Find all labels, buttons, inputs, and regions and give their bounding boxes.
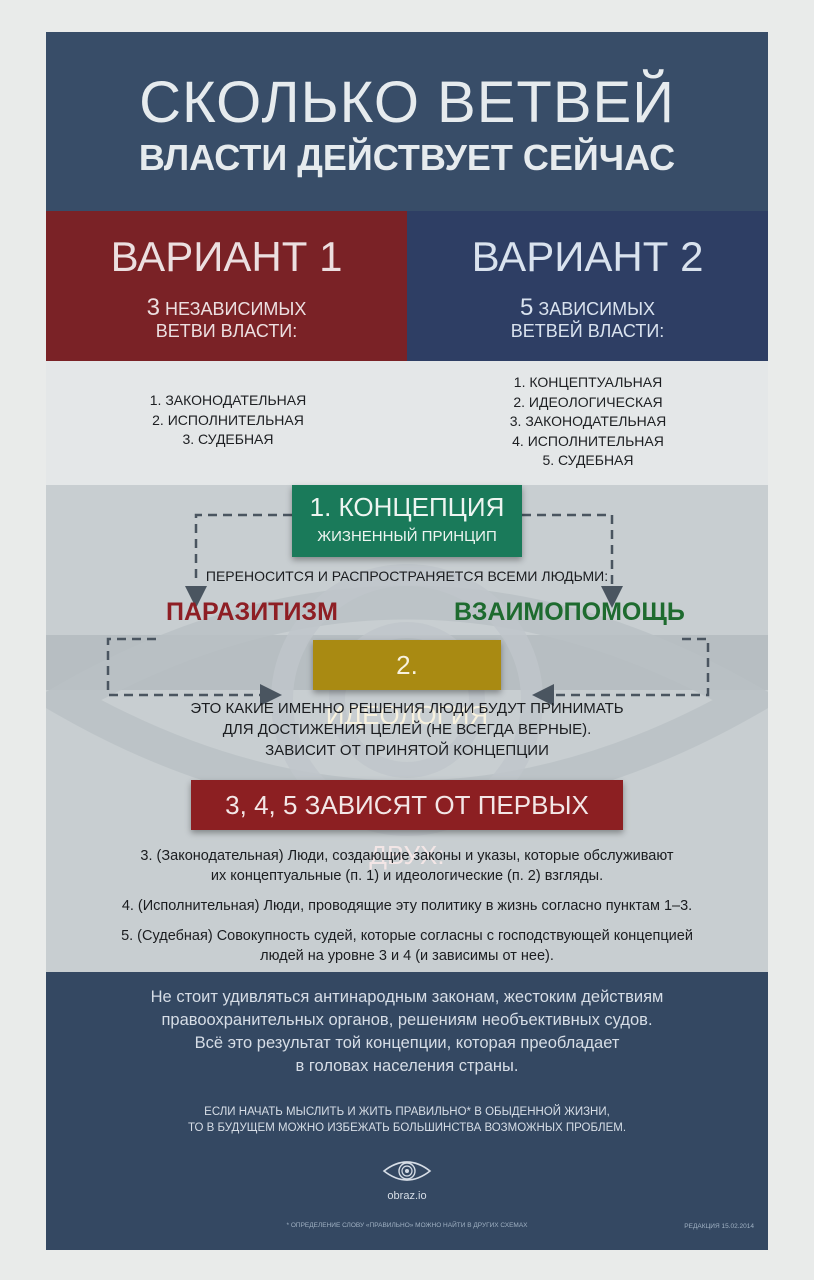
variant2-sub-line2: ВЕТВЕЙ ВЛАСТИ: (510, 321, 665, 341)
concept-subtitle: ЖИЗНЕННЫЙ ПРИНЦИП (317, 528, 497, 545)
spread-text: ПЕРЕНОСИТСЯ И РАСПРОСТРАНЯЕТСЯ ВСЕМИ ЛЮД… (205, 568, 609, 584)
variant1-panel: ВАРИАНТ 1 3 НЕЗАВИСИМЫХ ВЕТВИ ВЛАСТИ: (46, 211, 407, 361)
dependents-box: 3, 4, 5 ЗАВИСЯТ ОТ ПЕРВЫХ ДВУХ: (191, 780, 623, 870)
flow-arrows (106, 513, 710, 706)
concept-box: 1. КОНЦЕПЦИЯ ЖИЗНЕННЫЙ ПРИНЦИП (292, 485, 522, 557)
variant1-subtitle: 3 НЕЗАВИСИМЫХ ВЕТВИ ВЛАСТИ: (46, 294, 407, 342)
footer-panel: Не стоит удивляться антинародным законам… (46, 972, 768, 1250)
diagram-background (46, 485, 768, 972)
branch-3-text: 3. (Законодательная) Люди, создающие зак… (46, 846, 768, 886)
header-panel: СКОЛЬКО ВЕТВЕЙ ВЛАСТИ ДЕЙСТВУЕТ СЕЙЧАС (46, 32, 768, 211)
ideology-line: ЭТО КАКИЕ ИМЕННО РЕШЕНИЯ ЛЮДИ БУДУТ ПРИН… (190, 700, 624, 717)
tip-line: ЕСЛИ НАЧАТЬ МЫСЛИТЬ И ЖИТЬ ПРАВИЛЬНО* В … (204, 1106, 610, 1118)
variant1-branch-list: 1. ЗАКОНОДАТЕЛЬНАЯ 2. ИСПОЛНИТЕЛЬНАЯ 3. … (98, 391, 358, 450)
title-line-2: ВЛАСТИ ДЕЙСТВУЕТ СЕЙЧАС (138, 137, 676, 178)
infographic-poster: СКОЛЬКО ВЕТВЕЙ ВЛАСТИ ДЕЙСТВУЕТ СЕЙЧАС В… (46, 32, 768, 1250)
variant1-sub-line2: ВЕТВИ ВЛАСТИ: (155, 321, 298, 341)
list-item: 1. ЗАКОНОДАТЕЛЬНАЯ (149, 392, 307, 408)
list-item: 4. ИСПОЛНИТЕЛЬНАЯ (512, 432, 664, 449)
dependents-description: 3. (Законодательная) Люди, создающие зак… (46, 846, 768, 976)
variant2-title: ВАРИАНТ 2 (471, 233, 704, 280)
site-label: obraz.io (387, 1190, 427, 1202)
concept-title: 1. КОНЦЕПЦИЯ (309, 492, 505, 522)
list-item: 2. ИДЕОЛОГИЧЕСКАЯ (513, 393, 663, 410)
branch-3-line2: их концептуальные (п. 1) и идеологически… (210, 868, 604, 884)
branch-5-text: 5. (Судебная) Совокупность судей, которы… (46, 926, 768, 966)
branch-4-text: 4. (Исполнительная) Люди, проводящие эту… (121, 898, 693, 914)
variant2-sub-line1: ЗАВИСИМЫХ (538, 299, 656, 319)
footnote: * ОПРЕДЕЛЕНИЕ СЛОВУ «ПРАВИЛЬНО» МОЖНО НА… (286, 1222, 528, 1229)
variant2-panel: ВАРИАНТ 2 5 ЗАВИСИМЫХ ВЕТВЕЙ ВЛАСТИ: (407, 211, 768, 361)
warning-line: в головах населения страны. (295, 1057, 519, 1075)
variant2-subtitle: 5 ЗАВИСИМЫХ ВЕТВЕЙ ВЛАСТИ: (407, 294, 768, 342)
branches-list-band: 1. ЗАКОНОДАТЕЛЬНАЯ 2. ИСПОЛНИТЕЛЬНАЯ 3. … (46, 361, 768, 485)
branch-3-line1: 3. (Законодательная) Люди, создающие зак… (140, 848, 674, 864)
warning-line: Всё это результат той концепции, которая… (194, 1034, 620, 1052)
title-line-1: СКОЛЬКО ВЕТВЕЙ (139, 70, 675, 135)
warning-line: правоохранительных органов, решениям нео… (161, 1011, 653, 1029)
ideology-line: ЗАВИСИТ ОТ ПРИНЯТОЙ КОНЦЕПЦИИ (265, 742, 549, 759)
ideology-line: ДЛЯ ДОСТИЖЕНИЯ ЦЕЛЕЙ (НЕ ВСЕГДА ВЕРНЫЕ). (222, 721, 592, 738)
tip-text: ЕСЛИ НАЧАТЬ МЫСЛИТЬ И ЖИТЬ ПРАВИЛЬНО* В … (76, 1104, 738, 1136)
variant2-branch-list: 1. КОНЦЕПТУАЛЬНАЯ 2. ИДЕОЛОГИЧЕСКАЯ 3. З… (458, 373, 718, 471)
ideology-description: ЭТО КАКИЕ ИМЕННО РЕШЕНИЯ ЛЮДИ БУДУТ ПРИН… (46, 698, 768, 761)
variant2-count: 5 (519, 294, 534, 321)
variant1-title: ВАРИАНТ 1 (110, 233, 343, 280)
variant1-sub-line1: НЕЗАВИСИМЫХ (165, 299, 307, 319)
list-item: 1. КОНЦЕПТУАЛЬНАЯ (513, 374, 663, 390)
branch-5-line2: людей на уровне 3 и 4 (и зависимы от нее… (260, 948, 554, 964)
list-item: 2. ИСПОЛНИТЕЛЬНАЯ (152, 411, 304, 428)
eye-spiral-icon (382, 1161, 432, 1181)
list-item: 3. СУДЕБНАЯ (182, 431, 274, 447)
mutual-aid-label: ВЗАИМОПОМОЩЬ (454, 598, 685, 626)
branch-5-line1: 5. (Судебная) Совокупность судей, которы… (121, 928, 693, 944)
list-item: 3. ЗАКОНОДАТЕЛЬНАЯ (509, 413, 667, 429)
warning-text: Не стоит удивляться антинародным законам… (76, 986, 738, 1078)
variant1-count: 3 (146, 294, 161, 321)
tip-line: ТО В БУДУЩЕМ МОЖНО ИЗБЕЖАТЬ БОЛЬШИНСТВА … (187, 1122, 627, 1134)
warning-line: Не стоит удивляться антинародным законам… (150, 988, 664, 1006)
parasitism-label: ПАРАЗИТИЗМ (166, 598, 338, 626)
list-item: 5. СУДЕБНАЯ (542, 452, 634, 468)
edition-date: РЕДАКЦИЯ 15.02.2014 (684, 1223, 754, 1230)
ideology-box: 2. ИДЕОЛОГИЯ (313, 640, 501, 730)
